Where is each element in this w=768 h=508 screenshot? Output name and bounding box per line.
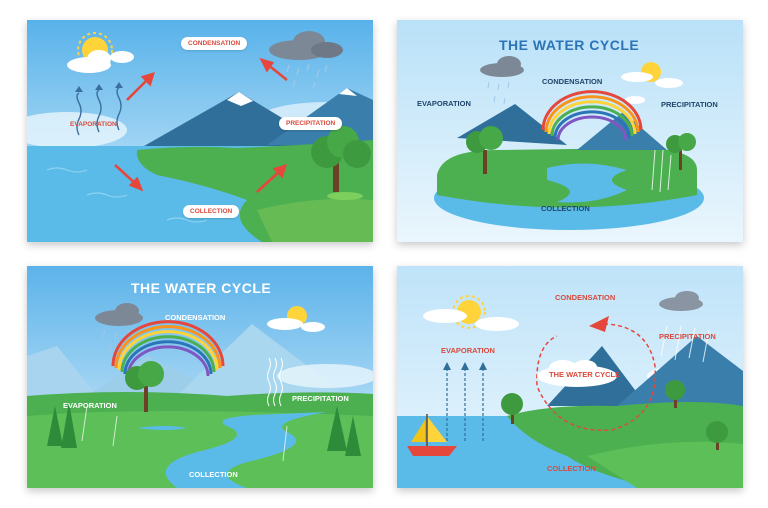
page-title: THE WATER CYCLE — [499, 37, 640, 53]
tree-icon — [466, 126, 503, 174]
precipitation-label: PRECIPITATION — [292, 394, 349, 403]
collection-label: COLLECTION — [189, 470, 238, 479]
condensation-label: CONDENSATION — [542, 77, 603, 86]
collection-label: COLLECTION — [183, 205, 240, 218]
evaporation-label: EVAPORATION — [417, 99, 471, 108]
tree-icon — [311, 126, 371, 200]
sun-icon — [621, 62, 683, 88]
panel-bottom-left: THE WATER CYCLE CONDENSATION EVAPORATION… — [27, 266, 373, 488]
evaporation-label: EVAPORATION — [441, 346, 495, 355]
scene-illustration — [397, 20, 743, 242]
pine-trees-icon — [47, 402, 361, 456]
tree-icon — [666, 133, 696, 170]
rain-cloud-icon — [269, 31, 343, 90]
collection-label: COLLECTION — [547, 464, 596, 473]
panel-top-right: THE WATER CYCLE CONDENSATION EVAPORATION… — [397, 20, 743, 242]
precipitation-label: PRECIPITATION — [661, 100, 718, 109]
evaporation-label: EVAPORATION — [63, 401, 117, 410]
condensation-label: CONDENSATION — [165, 313, 226, 322]
condensation-label: CONDENSATION — [555, 293, 616, 302]
precipitation-label: PRECIPITATION — [659, 332, 716, 341]
condensation-label: CONDENSATION — [181, 37, 248, 50]
sun-icon — [267, 306, 325, 332]
cloud-icon — [67, 50, 134, 73]
tree-icon — [706, 421, 728, 450]
sailboat-icon — [407, 414, 457, 456]
scene-illustration — [27, 20, 373, 242]
scene-illustration — [397, 266, 743, 488]
panel-top-left: CONDENSATION EVAPORATION PRECIPITATION C… — [27, 20, 373, 242]
tree-icon — [125, 361, 164, 412]
precipitation-label: PRECIPITATION — [279, 117, 343, 130]
panel-bottom-right: CONDENSATION EVAPORATION PRECIPITATION T… — [397, 266, 743, 488]
page-title: THE WATER CYCLE — [549, 370, 621, 379]
evaporation-arrows — [76, 87, 122, 136]
tree-icon — [501, 393, 523, 424]
page-title: THE WATER CYCLE — [131, 280, 272, 296]
cycle-arrow — [536, 323, 657, 432]
sun-icon — [423, 295, 519, 331]
evaporation-label: EVAPORATION — [70, 121, 117, 128]
scene-illustration — [27, 266, 373, 488]
collection-label: COLLECTION — [541, 204, 590, 213]
rain-cloud-icon — [480, 56, 524, 105]
cloud-icon — [659, 291, 703, 311]
tree-icon — [665, 380, 685, 408]
